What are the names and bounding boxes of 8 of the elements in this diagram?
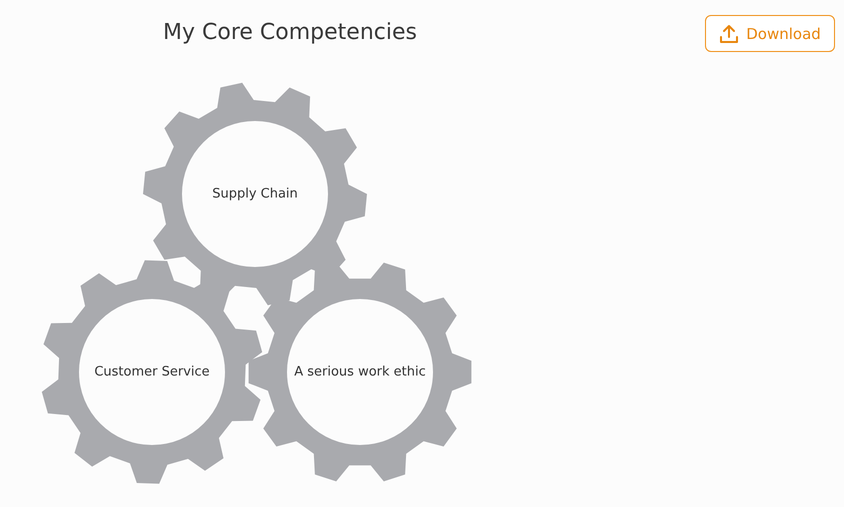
download-button: Download (705, 15, 835, 52)
gear-shape (248, 262, 472, 482)
gear-shape (42, 260, 262, 484)
gear-shape (143, 82, 367, 306)
gear-label: Customer Service (94, 364, 210, 380)
gear-label: A serious work ethic (294, 364, 426, 380)
gear-label: Supply Chain (212, 186, 298, 202)
title: My Core Competencies (162, 20, 418, 45)
